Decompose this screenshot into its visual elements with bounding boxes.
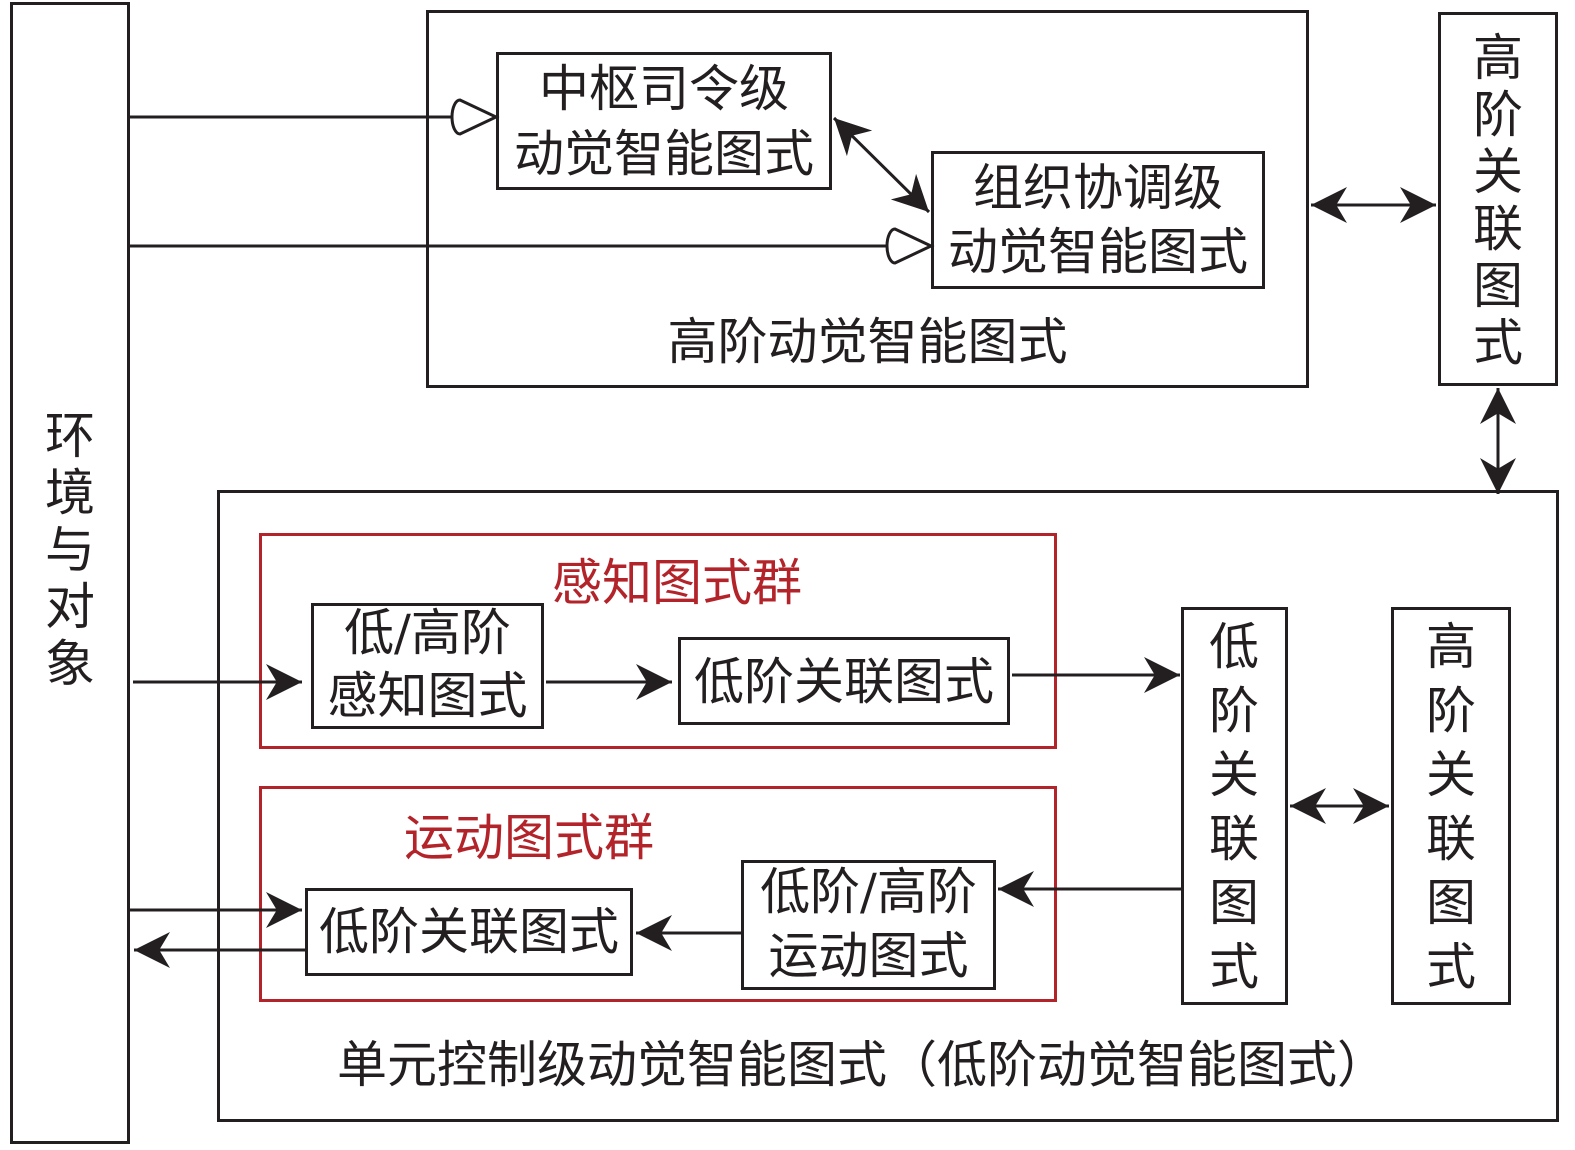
coordination-input-port-icon <box>885 227 935 265</box>
high-order-container <box>426 10 1309 388</box>
central-command-line2: 动觉智能图式 <box>514 125 814 183</box>
high-order-container-label: 高阶动觉智能图式 <box>667 313 1068 371</box>
motion-low-assoc-box <box>305 888 633 976</box>
environment-box <box>10 2 130 1144</box>
motion-schema-line2: 运动图式 <box>768 927 969 985</box>
coordination-line1: 组织协调级 <box>973 159 1223 217</box>
unit-control-container-label: 单元控制级动觉智能图式（低阶动觉智能图式） <box>337 1036 1387 1094</box>
motion-group <box>259 786 1057 1002</box>
environment-label: 环境与对象 <box>45 407 95 693</box>
perception-group-title: 感知图式群 <box>552 554 802 612</box>
central-command-box <box>496 52 832 190</box>
coordination-box <box>931 151 1265 289</box>
central-input-port-icon <box>450 98 500 136</box>
low-assoc-vertical-label: 低阶关联图式 <box>1209 618 1259 996</box>
central-command-line1: 中枢司令级 <box>539 60 789 118</box>
perception-group <box>259 533 1057 749</box>
motion-low-assoc-label: 低阶关联图式 <box>319 903 619 961</box>
motion-group-title: 运动图式群 <box>404 809 654 867</box>
unit-control-container <box>217 490 1559 1122</box>
motion-schema-line1: 低阶/高阶 <box>760 863 977 921</box>
perception-low-assoc-label: 低阶关联图式 <box>694 653 994 711</box>
high-assoc-top-label: 高阶关联图式 <box>1473 29 1523 372</box>
motion-schema-box <box>741 860 996 990</box>
high-assoc-vertical-box <box>1391 607 1511 1005</box>
coordination-line2: 动觉智能图式 <box>948 223 1248 281</box>
perception-schema-box <box>311 603 544 729</box>
perception-low-assoc-box <box>678 637 1010 725</box>
perception-schema-line2: 感知图式 <box>327 667 528 725</box>
high-assoc-top-box <box>1438 12 1558 386</box>
central-coordination-arrow <box>832 116 931 214</box>
high-assoc-vertical-label: 高阶关联图式 <box>1426 618 1476 996</box>
perception-schema-line1: 低/高阶 <box>344 604 511 662</box>
low-assoc-vertical-box <box>1181 607 1288 1005</box>
